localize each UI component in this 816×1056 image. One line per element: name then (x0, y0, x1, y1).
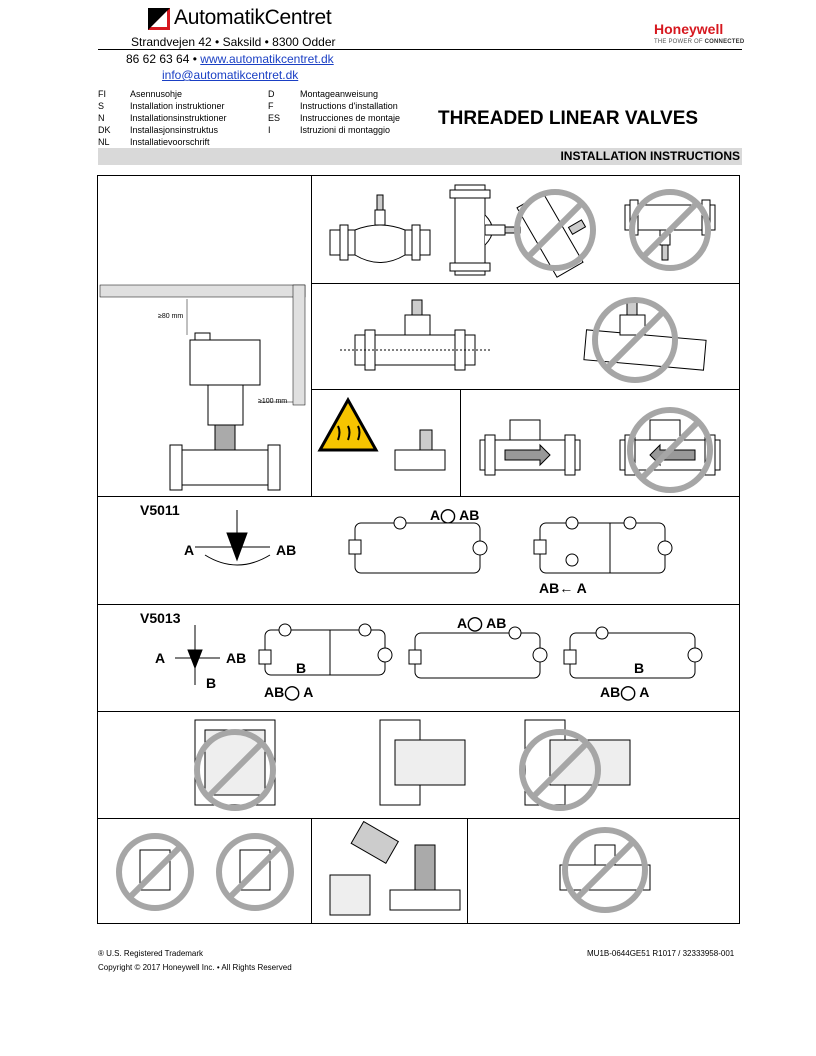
instruction-panel-frame (97, 175, 740, 924)
grid-line (98, 818, 739, 819)
clearance-diagram (99, 284, 306, 491)
grid-line (311, 283, 739, 284)
circuit-label-ab-a: AB◯ A (600, 684, 650, 700)
tagline-bold: CONNECTED (704, 39, 745, 45)
company-name: AutomatikCentret (174, 6, 332, 29)
instructions-banner (98, 148, 742, 165)
email-link[interactable]: info@automatikcentret.dk (162, 68, 299, 82)
grid-line (311, 176, 312, 496)
trademark-note: ® U.S. Registered Trademark (98, 949, 204, 958)
no-lever-tool-icon (559, 827, 651, 913)
circuit-label-a-ab: A◯ AB (457, 615, 507, 631)
tagline-prefix: THE POWER OF (654, 39, 703, 45)
grid-line (460, 390, 461, 496)
lang-label: Installatievoorschrift (130, 137, 210, 147)
bullet-separator: • (192, 52, 197, 66)
grid-line (467, 819, 468, 923)
lang-code: FI (98, 89, 106, 99)
contact-line: 86 62 63 64 • www.automatikcentret.dk (126, 52, 334, 66)
v5011-model-label: V5011 (140, 502, 180, 518)
lang-label: Installation instruktioner (130, 101, 225, 111)
document-number: MU1B-0644GE51 R1017 / 32333958-001 (587, 949, 735, 958)
v5013-circuit-3 (563, 626, 703, 679)
port-b-label: B (634, 660, 645, 676)
lang-label: Asennusohje (130, 89, 183, 99)
hot-surface-warning-icon (317, 396, 379, 452)
circuit-label-ab-a: AB← A (539, 580, 587, 596)
grid-line (311, 389, 739, 390)
v5013-model-label: V5013 (140, 610, 181, 626)
automatikcentret-logo-icon (148, 8, 170, 30)
circuit-label-ab-a: AB◯ A (264, 684, 314, 700)
website-link[interactable]: www.automatikcentret.dk (200, 52, 334, 66)
lang-code: I (268, 125, 271, 135)
port-b-label: B (296, 660, 307, 676)
lang-code: DK (98, 125, 111, 135)
pipe-alignment-diagram (340, 297, 707, 383)
lang-label: Istruzioni di montaggio (300, 125, 391, 135)
port-b-label: B (206, 675, 217, 691)
v5013-valve-symbol (175, 625, 220, 685)
lang-label: Montageanweisung (300, 89, 379, 99)
lang-code: S (98, 101, 105, 111)
circuit-label-a-ab: A◯ AB (430, 507, 480, 523)
v5011-bypass-diagram (533, 516, 673, 574)
port-ab-label: AB (276, 542, 297, 558)
lang-code: N (98, 113, 105, 123)
header-divider (98, 49, 742, 50)
lang-code: ES (268, 113, 281, 123)
port-a-label: A (184, 542, 195, 558)
v5013-circuit-2 (408, 626, 548, 679)
lang-code: D (268, 89, 275, 99)
grid-line (98, 604, 739, 605)
grid-line (311, 819, 312, 923)
lang-label: Instructions d'installation (300, 101, 398, 111)
copyright-note: Copyright © 2017 Honeywell Inc. • All Ri… (98, 963, 292, 972)
thread-overtightened-icon (194, 719, 276, 811)
clearance-side-label: ≥100 mm (258, 398, 288, 405)
language-list-right: D Montageanweisung F Instructions d'inst… (268, 89, 438, 139)
lang-label: Installasjonsinstruktus (130, 125, 219, 135)
v5013-circuit-1 (258, 623, 393, 676)
honeywell-logo: Honeywell (654, 21, 724, 37)
v5011-valve-symbol (195, 510, 271, 566)
grid-line (98, 496, 739, 497)
banner-title: INSTALLATION INSTRUCTIONS (560, 149, 740, 163)
lang-code: F (268, 101, 274, 111)
email-line: info@automatikcentret.dk (162, 68, 298, 82)
valve-orientation-diagram (329, 184, 716, 278)
v5011-circuit-diagram (348, 516, 488, 574)
company-address: Strandvejen 42 • Saksild • 8300 Odder (131, 35, 336, 49)
honeywell-tagline: THE POWER OF CONNECTED (654, 39, 744, 45)
dispose-packaging-icon (329, 820, 461, 916)
document-title: THREADED LINEAR VALVES (438, 108, 699, 129)
lang-label: Installationsinstruktioner (130, 113, 227, 123)
flow-direction-diagram (479, 407, 721, 493)
port-a-label: A (155, 650, 166, 666)
valve-side-view-icon (394, 429, 446, 471)
clearance-top-label: ≥80 mm (158, 313, 184, 320)
lang-code: NL (98, 137, 110, 147)
thread-undertightened-icon (519, 719, 631, 811)
thread-correct-icon (379, 719, 466, 806)
phone-number: 86 62 63 64 (126, 52, 190, 66)
port-ab-label: AB (226, 650, 247, 666)
lang-label: Instrucciones de montaje (300, 113, 401, 123)
grid-line (98, 711, 739, 712)
language-list-left: FI Asennusohje S Installation instruktio… (98, 89, 268, 149)
no-steam-no-drip-icons (116, 833, 294, 911)
